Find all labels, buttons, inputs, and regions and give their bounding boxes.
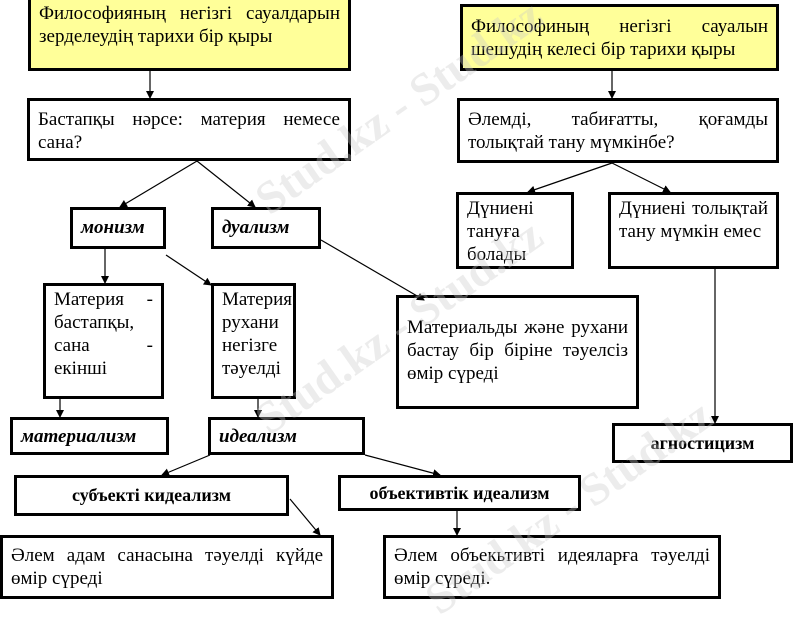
monism-box: монизм	[70, 207, 166, 249]
right-root-box: Философиның негізгі сауалын шешудің келе…	[460, 4, 779, 71]
dualism-description-box: Материальды және рухани бастау бір бірін…	[396, 295, 639, 409]
left-question-box: Бастапқы нәрсе: материя немесе сана?	[27, 98, 351, 161]
subjective-idealism-box: субъекті кидеализм	[14, 475, 289, 516]
arrow	[289, 498, 321, 536]
knowable-box: Дүниені тануға болады	[456, 192, 574, 269]
agnosticism-box: агностицизм	[612, 423, 793, 463]
idealism-box: идеализм	[208, 417, 365, 455]
objective-description-box: Әлем объекьтивті идеяларға тәуелді өмір …	[383, 535, 721, 599]
arrow	[611, 162, 671, 193]
arrow	[161, 454, 211, 476]
arrow	[165, 254, 212, 286]
matter-primary-box: Материя - бастапқы, сана - екінші	[43, 283, 164, 399]
objective-idealism-box: объективтік идеализм	[338, 475, 581, 511]
right-question-box: Әлемді, табиғатты, қоғамды толықтай тану…	[457, 98, 779, 163]
arrow	[320, 239, 425, 301]
left-root-box: Философияның негізгі сауалдарын зерделеу…	[28, 0, 351, 71]
unknowable-box: Дүниені толықтай тану мүмкін емес	[608, 192, 779, 269]
matter-depends-spirit-box: Материя рухани негізге тәуелді	[211, 283, 296, 399]
arrow	[119, 160, 198, 208]
dualism-box: дуализм	[211, 207, 321, 249]
materialism-box: материализм	[10, 417, 169, 455]
arrow	[196, 160, 256, 208]
arrow	[364, 454, 441, 478]
arrow	[527, 162, 613, 194]
subjective-description-box: Әлем адам санасына тәуелді күйде өмір сү…	[0, 535, 334, 599]
